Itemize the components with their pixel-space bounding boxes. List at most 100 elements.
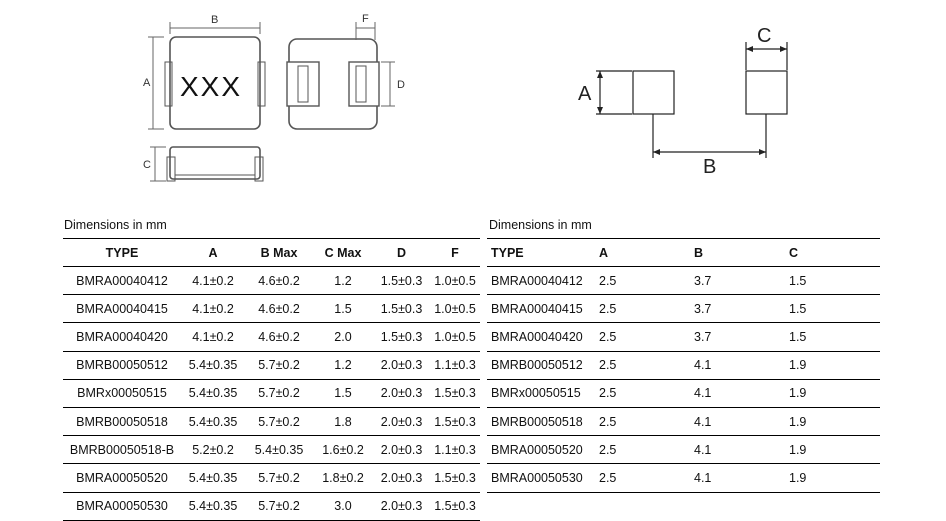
table-cell: 4.1 <box>694 358 712 373</box>
col-header-a: A <box>208 245 218 260</box>
top-view-body <box>169 36 261 130</box>
table-header-row: TYPE A B C <box>487 239 880 267</box>
table-cell: 4.1 <box>694 442 712 457</box>
table-cell: 2.0 <box>334 329 352 344</box>
table-cell: 1.5 <box>789 273 807 288</box>
table-cell: BMRA00040415 <box>76 301 168 316</box>
table-cell: 4.6±0.2 <box>258 329 300 344</box>
table-cell: 1.2 <box>334 273 352 288</box>
table-cell: 3.7 <box>694 273 712 288</box>
table-row: BMRx00050515 5.4±0.35 5.7±0.2 1.5 2.0±0.3 1.5… <box>63 379 480 408</box>
table-cell: BMRA00040412 <box>76 273 168 288</box>
table-cell: 2.0±0.3 <box>380 358 423 373</box>
table-row: BMRB00050518 2.5 4.1 1.9 <box>487 407 880 436</box>
table-cell: 1.5±0.3 <box>434 414 476 429</box>
table-cell: 3.7 <box>694 301 712 316</box>
table-row: BMRB00050518 5.4±0.35 5.7±0.2 1.8 2.0±0.3 1.5… <box>63 407 480 436</box>
table-row: BMRA00050520 2.5 4.1 1.9 <box>487 436 880 464</box>
table-header-row: TYPE A B Max C Max D F <box>63 239 480 267</box>
table-cell: BMRB00050518 <box>76 414 168 429</box>
table-cell: 2.5 <box>599 358 617 373</box>
part-marking: XXX <box>180 71 242 102</box>
table-cell: 2.5 <box>599 414 617 429</box>
dim-label-a: A <box>143 77 151 89</box>
table-cell: 5.7±0.2 <box>258 499 300 514</box>
table-cell: 2.5 <box>599 442 617 457</box>
table-cell: 1.8±0.2 <box>322 470 364 485</box>
table-cell: 1.5±0.3 <box>434 386 476 401</box>
table-cell: BMRB00050518 <box>491 414 583 429</box>
col-header-d: D <box>396 245 407 260</box>
table-cell: 5.4±0.35 <box>188 499 238 514</box>
col-header-f: F <box>451 245 459 260</box>
table-row: BMRA00040412 2.5 3.7 1.5 <box>487 267 880 295</box>
col-header-a: A <box>599 245 609 260</box>
col-header-b: B <box>694 245 704 260</box>
table-cell: 5.4±0.35 <box>254 442 304 457</box>
table-cell: 1.5 <box>789 329 807 344</box>
table-cell: 4.1±0.2 <box>192 273 234 288</box>
table-cell: 4.6±0.2 <box>258 301 300 316</box>
pad-left <box>632 70 675 115</box>
table-cell: 1.9 <box>789 442 807 457</box>
table-cell: 1.1±0.3 <box>434 442 476 457</box>
table-cell: 1.9 <box>789 358 807 373</box>
table-cell: 2.5 <box>599 386 617 401</box>
table-cell: 5.7±0.2 <box>258 414 300 429</box>
table-cell: 1.0±0.5 <box>434 329 476 344</box>
table-cell: 4.1 <box>694 386 712 401</box>
table-cell: 1.9 <box>789 414 807 429</box>
table-cell: 1.8 <box>334 414 352 429</box>
table-cell: 5.4±0.35 <box>188 358 238 373</box>
table-cell: 1.5 <box>334 386 352 401</box>
table-cell: 2.0±0.3 <box>380 386 423 401</box>
dim-label-d: D <box>397 79 405 91</box>
table-cell: 4.1±0.2 <box>192 329 234 344</box>
table-cell: 1.1±0.3 <box>434 358 476 373</box>
table-cell: BMRB00050518-B <box>69 442 175 457</box>
table-cell: 4.1 <box>694 414 712 429</box>
col-header-c-max: C Max <box>324 245 362 260</box>
col-header-c: C <box>789 245 799 260</box>
col-header-type: TYPE <box>105 245 139 260</box>
table-cell: BMRA00040420 <box>76 329 168 344</box>
table-cell: 1.0±0.5 <box>434 273 476 288</box>
table-cell: 1.6±0.2 <box>322 442 364 457</box>
table-cell: BMRB00050512 <box>76 358 168 373</box>
table-cell: BMRx00050515 <box>491 386 581 401</box>
table-cell: 1.0±0.5 <box>434 301 476 316</box>
table-cell: BMRA00040415 <box>491 301 583 316</box>
table-cell: BMRA00050520 <box>491 442 583 457</box>
table-cell: 5.4±0.35 <box>188 386 238 401</box>
table-cell: 2.0±0.3 <box>380 442 423 457</box>
table-cell: 1.5±0.3 <box>434 470 476 485</box>
table-cell: BMRA00040412 <box>491 273 583 288</box>
table-cell: 4.6±0.2 <box>258 273 300 288</box>
table-cell: 1.5±0.3 <box>380 301 423 316</box>
table-cell: BMRA00050530 <box>76 499 168 514</box>
table-cell: 2.5 <box>599 273 617 288</box>
table-cell: BMRx00050515 <box>77 386 167 401</box>
pad-right <box>745 70 788 115</box>
table-cell: 5.7±0.2 <box>258 386 300 401</box>
table-cell: 5.7±0.2 <box>258 358 300 373</box>
table-cell: 2.0±0.3 <box>380 414 423 429</box>
col-header-type: TYPE <box>491 245 524 260</box>
table-cell: 2.0±0.3 <box>380 470 423 485</box>
dim-label-c: C <box>143 159 151 171</box>
table-cell: BMRA00050520 <box>76 470 168 485</box>
pad-label-c: C <box>757 25 771 47</box>
table-cell: 1.5±0.3 <box>380 273 423 288</box>
table-cell: 5.4±0.35 <box>188 414 238 429</box>
table-cell: 3.0 <box>334 499 352 514</box>
col-header-b-max: B Max <box>260 245 298 260</box>
